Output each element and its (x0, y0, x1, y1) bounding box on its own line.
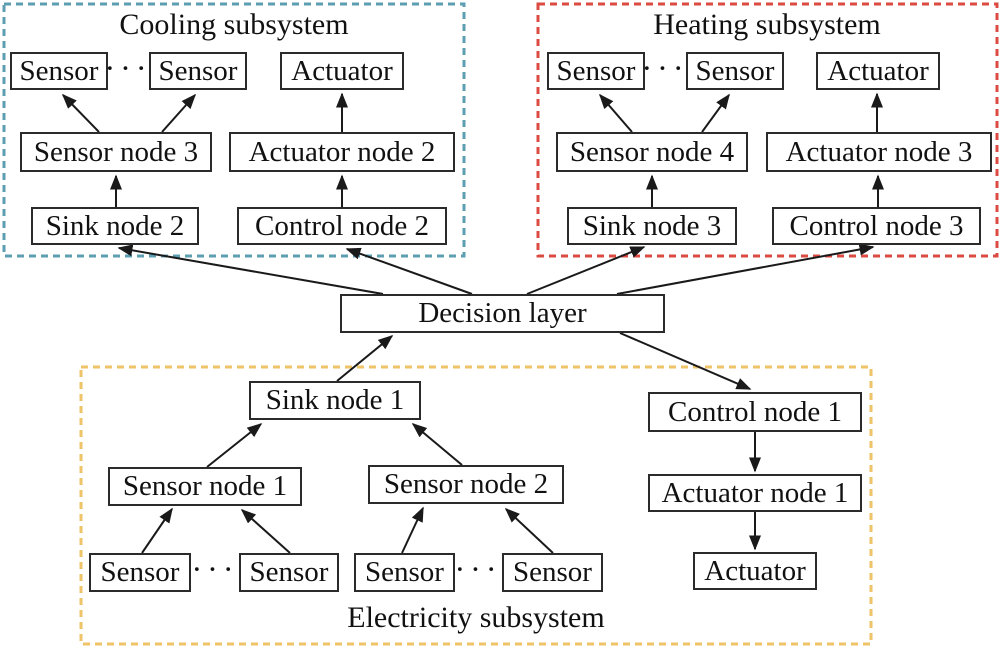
arrow-sensor-4-to-sensor-node-2 (504, 507, 554, 554)
electricity-sensor-node-2-box: Sensor node 2 (368, 465, 564, 504)
arrow-sensor-2-to-sensor-node-1 (240, 508, 291, 554)
heating-control-node-3-box: Control node 3 (772, 207, 981, 245)
arrow-decision-to-sink-node-2 (117, 244, 384, 295)
heating-actuator-node-3-box: Actuator node 3 (766, 132, 992, 172)
electricity-actuator-box: Actuator (693, 552, 817, 590)
electricity-control-node-1-box: Control node 1 (648, 392, 862, 432)
arrow-sink-node-1-to-decision (336, 335, 394, 382)
arrow-decision-to-control-node-2 (345, 247, 473, 295)
decision-layer-box: Decision layer (340, 294, 665, 333)
arrow-sensor-node-3-to-sensor-right (161, 93, 196, 133)
electricity-sensor-4-box: Sensor (502, 553, 603, 592)
electricity-actuator-node-1-box: Actuator node 1 (648, 474, 862, 512)
cooling-sensor-left-box: Sensor (10, 52, 108, 90)
electricity-subsystem-title: Electricity subsystem (347, 601, 605, 634)
heating-subsystem-border (536, 2, 999, 258)
cooling-actuator-box: Actuator (280, 52, 404, 90)
electricity-subsystem-border (79, 365, 873, 646)
cooling-sensors-ellipsis: ··· (104, 49, 152, 86)
arrow-decision-to-control-node-3 (616, 243, 875, 295)
arrow-sensor-1-to-sensor-node-1 (141, 507, 173, 554)
arrow-sensor-node-3-to-sensor-left (61, 93, 100, 133)
heating-sensor-left-box: Sensor (547, 52, 645, 90)
heating-sensor-right-box: Sensor (686, 52, 784, 90)
cooling-subsystem-title: Cooling subsystem (119, 8, 349, 41)
arrow-sensor-node-4-to-sensor-left (599, 93, 633, 133)
arrow-sensor-3-to-sensor-node-2 (401, 506, 424, 554)
heating-sink-node-3-box: Sink node 3 (567, 207, 737, 245)
cooling-control-node-2-box: Control node 2 (237, 207, 447, 245)
cooling-sink-node-2-box: Sink node 2 (31, 207, 199, 245)
heating-subsystem-title: Heating subsystem (653, 8, 881, 41)
electricity-sensor-2-box: Sensor (239, 553, 339, 592)
arrow-sensor-node-1-to-sink-node-1 (206, 423, 263, 468)
cooling-actuator-node-2-box: Actuator node 2 (229, 132, 455, 172)
electricity-sensors-ellipsis-1: ··· (191, 550, 239, 587)
electricity-sensors-ellipsis-2: ··· (454, 550, 502, 587)
arrow-sensor-node-2-to-sink-node-1 (411, 423, 463, 466)
heating-sensors-ellipsis: ··· (641, 49, 689, 86)
arrow-decision-to-sink-node-3 (526, 246, 646, 295)
electricity-sensor-node-1-box: Sensor node 1 (108, 467, 302, 506)
electricity-sensor-1-box: Sensor (89, 553, 191, 592)
arrow-sensor-node-4-to-sensor-right (701, 93, 730, 133)
electricity-sensor-3-box: Sensor (354, 553, 455, 592)
cooling-subsystem-border (2, 2, 466, 258)
electricity-sink-node-1-box: Sink node 1 (249, 381, 421, 420)
arrow-decision-to-control-node-1 (619, 332, 752, 390)
cooling-sensor-node-3-box: Sensor node 3 (20, 132, 212, 172)
heating-actuator-box: Actuator (816, 52, 940, 90)
cooling-sensor-right-box: Sensor (149, 52, 247, 90)
heating-sensor-node-4-box: Sensor node 4 (556, 132, 748, 172)
